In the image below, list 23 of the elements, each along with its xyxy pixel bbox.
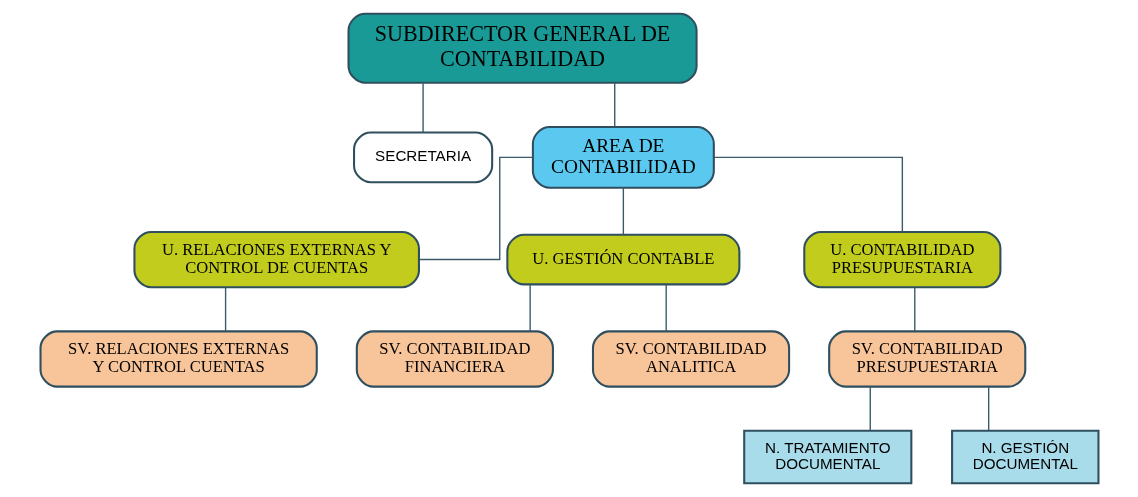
node-box: SV. CONTABILIDAD ANALITICA	[591, 330, 790, 388]
node-box: AREA DE CONTABILIDAD	[531, 125, 715, 189]
node-box: SECRETARIA	[352, 131, 493, 184]
connector	[622, 187, 624, 236]
node-box: SV. RELACIONES EXTERNAS Y CONTROL CUENTAS	[39, 330, 318, 388]
connector	[987, 386, 989, 431]
connector	[224, 286, 226, 332]
node-box: N. TRATAMIENTO DOCUMENTAL	[742, 429, 912, 485]
node-box: U. RELACIONES EXTERNAS Y CONTROL DE CUENTAS	[132, 230, 420, 289]
connector	[421, 82, 424, 133]
connector	[869, 386, 871, 431]
connector	[528, 283, 531, 332]
connector	[665, 283, 667, 332]
node-box: SV. CONTABILIDAD PRESUPUESTARIA	[827, 330, 1026, 388]
node-box: N. GESTIÓN DOCUMENTAL	[950, 429, 1099, 485]
node-box: U. CONTABILIDAD PRESUPUESTARIA	[802, 230, 1001, 289]
node-box: SV. CONTABILIDAD FINANCIERA	[355, 330, 554, 388]
connector	[712, 156, 903, 233]
node-box: SUBDIRECTOR GENERAL DE CONTABILIDAD	[347, 12, 698, 84]
connector	[418, 156, 534, 261]
node-box: U. GESTIÓN CONTABLE	[505, 233, 740, 286]
connector	[613, 82, 615, 128]
connector	[913, 286, 915, 332]
